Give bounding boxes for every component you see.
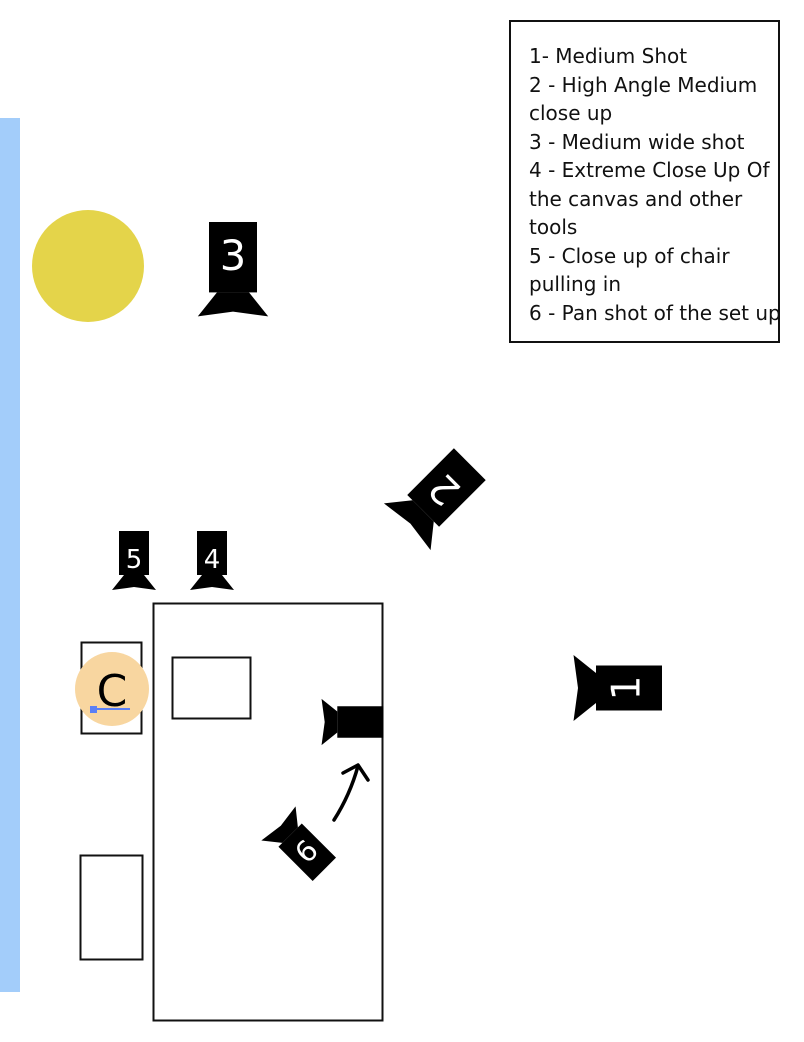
wall xyxy=(0,118,20,992)
legend-item: 3 - Medium wide shot xyxy=(529,129,745,154)
camera-4: 4 xyxy=(190,531,234,590)
svg-text:3: 3 xyxy=(220,231,246,280)
canvas xyxy=(171,656,252,720)
camera-6-end-position xyxy=(321,698,384,746)
camera-1: 1 xyxy=(573,655,662,721)
camera-3: 3 xyxy=(197,222,269,317)
pan-arrow xyxy=(332,764,360,822)
svg-text:4: 4 xyxy=(204,545,221,575)
svg-text:1: 1 xyxy=(605,676,650,701)
legend-item: 2 - High Angle Medium close up xyxy=(529,72,758,126)
camera-5: 5 xyxy=(112,531,156,590)
pan-arrowhead xyxy=(341,763,370,782)
table xyxy=(152,602,384,1022)
camera-2: 2 xyxy=(383,440,494,551)
legend-item: 1- Medium Shot xyxy=(529,44,688,68)
legend-item: 6 - Pan shot of the set up xyxy=(529,300,781,325)
legend-item: 5 - Close up of chair pulling in xyxy=(529,243,730,297)
shot-legend: 1- Medium Shot 2 - High Angle Medium clo… xyxy=(509,20,781,343)
legend-item: 4 - Extreme Close Up Of the canvas and o… xyxy=(529,158,770,239)
camera-6: 6 xyxy=(261,806,342,887)
svg-text:5: 5 xyxy=(126,545,143,575)
side-table xyxy=(79,854,144,961)
light-source xyxy=(32,210,144,322)
selection-anchor xyxy=(90,706,97,713)
